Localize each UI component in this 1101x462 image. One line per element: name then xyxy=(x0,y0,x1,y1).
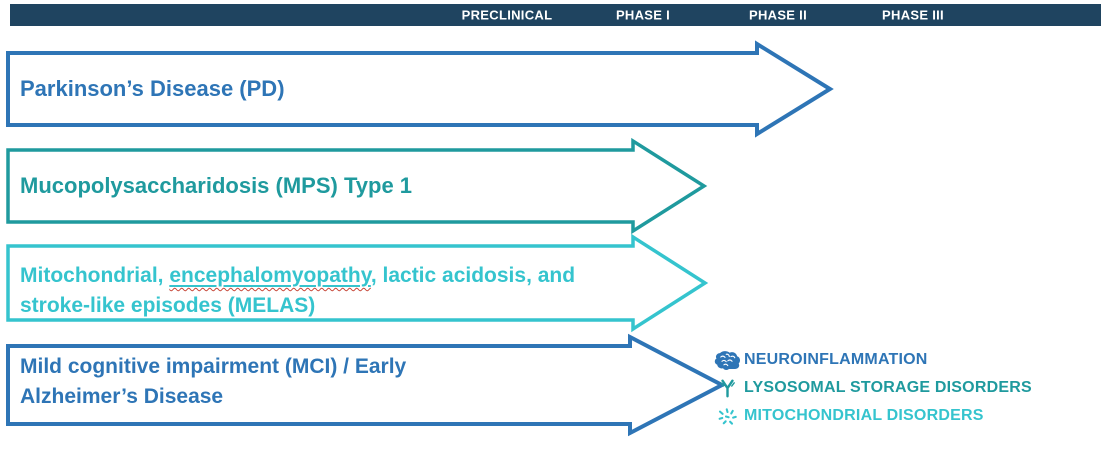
row-label-mps: Mucopolysaccharidosis (MPS) Type 1 xyxy=(20,173,413,198)
phase-label-phase2: PHASE II xyxy=(748,7,808,23)
arrow-melas xyxy=(6,233,709,333)
arrow-parkinsons xyxy=(6,40,834,138)
legend-item-neuroinflammation: NEUROINFLAMMATION xyxy=(710,346,1032,374)
antibody-icon xyxy=(710,378,744,399)
row-label-mci: Mild cognitive impairment (MCI) / Early … xyxy=(20,352,406,412)
melas-line1: Mitochondrial, encephalomyopathy, lactic… xyxy=(20,261,575,291)
legend-item-mitochondrial: MITOCHONDRIAL DISORDERS xyxy=(710,402,1032,430)
melas-underlined-word-wrap: encephalomyopathy xyxy=(169,264,371,287)
row-label-parkinsons: Parkinson’s Disease (PD) xyxy=(20,76,285,101)
phase-header-bar: PRECLINICAL PHASE I PHASE II PHASE III xyxy=(10,4,1101,26)
phase-label-phase3: PHASE III xyxy=(882,7,944,23)
phase-label-phase1: PHASE I xyxy=(615,7,671,23)
mitochondria-icon xyxy=(710,407,744,426)
melas-misspelled-word: encephalomyopathy xyxy=(169,264,371,287)
melas-line2: stroke-like episodes (MELAS) xyxy=(20,294,316,317)
melas-line1-prefix: Mitochondrial, xyxy=(20,264,170,287)
melas-line1-suffix: , lactic acidosis, and xyxy=(370,264,576,287)
phase-label-preclinical: PRECLINICAL xyxy=(461,7,553,23)
row-label-melas: Mitochondrial, encephalomyopathy, lactic… xyxy=(20,261,575,321)
legend-label-lysosomal: LYSOSOMAL STORAGE DISORDERS xyxy=(744,379,1032,396)
arrow-mps xyxy=(6,137,708,235)
mci-line2: Alzheimer’s Disease xyxy=(20,385,224,408)
brain-icon xyxy=(710,350,744,371)
legend-label-neuroinflammation: NEUROINFLAMMATION xyxy=(744,351,928,368)
arrow-mci xyxy=(6,333,727,437)
mci-line1: Mild cognitive impairment (MCI) / Early xyxy=(20,355,407,378)
legend-item-lysosomal: LYSOSOMAL STORAGE DISORDERS xyxy=(710,374,1032,402)
legend: NEUROINFLAMMATION LYSOSOMAL STORAGE DISO… xyxy=(710,346,1032,430)
legend-label-mitochondrial: MITOCHONDRIAL DISORDERS xyxy=(744,407,984,424)
